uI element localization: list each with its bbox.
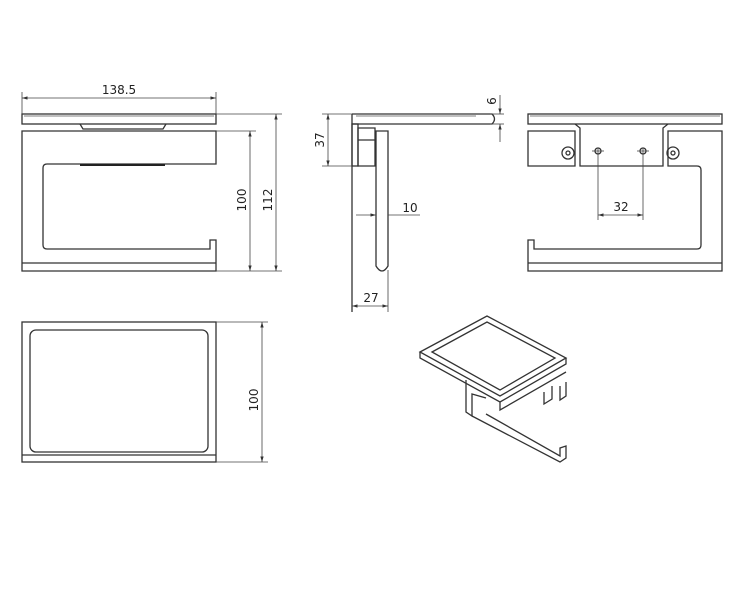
body-height-dimension: 100 <box>235 189 249 212</box>
top-depth-dimension: 100 <box>247 389 261 412</box>
isometric-view <box>418 315 568 463</box>
arm-width-dimension: 10 <box>402 201 417 215</box>
side-view: 37 10 27 6 <box>313 95 504 312</box>
depth-dimension: 27 <box>363 291 378 305</box>
width-dimension: 138.5 <box>102 83 136 97</box>
front-view: 138.5 100 112 <box>21 83 282 272</box>
shelf-thickness-dimension: 6 <box>485 97 499 105</box>
back-view: 32 <box>527 113 723 272</box>
total-height-dimension: 112 <box>261 189 275 212</box>
top-view: 100 <box>21 321 268 463</box>
bracket-height-dimension: 37 <box>313 132 327 147</box>
hole-spacing-dimension: 32 <box>613 200 628 214</box>
